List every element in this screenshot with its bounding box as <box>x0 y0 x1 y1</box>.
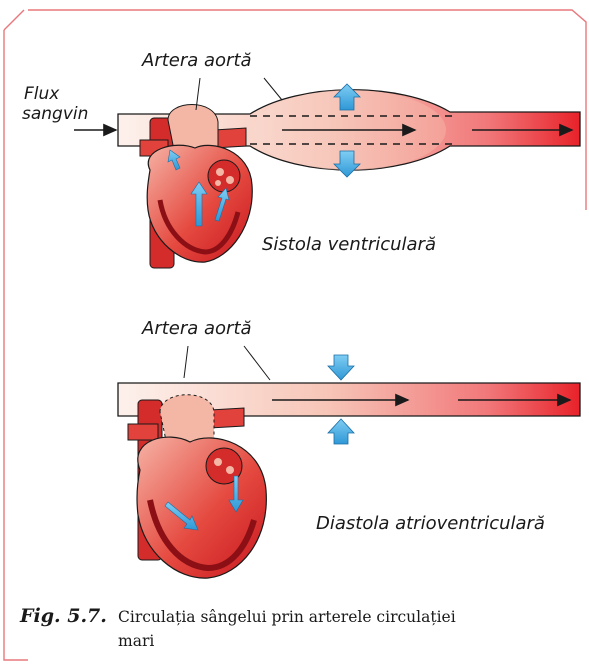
figure-frame-corner <box>4 10 24 30</box>
contraction-up-arrow <box>328 419 354 444</box>
figure-caption: Fig. 5.7. Circulația sângelui prin arter… <box>19 605 456 650</box>
flow-label-line1: Flux <box>24 84 60 104</box>
aorta-label-bottom: Artera aortă <box>141 318 252 339</box>
contraction-down-arrow <box>328 355 354 380</box>
systole-label: Sistola ventriculară <box>262 234 436 255</box>
diastole-label: Diastola atrioventriculară <box>316 513 545 534</box>
caption-text-line1: Circulația sângelui prin arterele circul… <box>118 608 456 626</box>
aorta-leader-bottom-2 <box>244 346 270 380</box>
flow-label-line2: sangvin <box>22 104 88 124</box>
aorta-leader-top-2 <box>264 78 282 100</box>
caption-number: Fig. 5.7. <box>19 605 107 627</box>
aorta-leader-bottom <box>184 346 188 378</box>
diastole-panel: Artera aortă Diastola atrioventriculară <box>118 318 580 578</box>
systole-panel: Artera aortă Flux sangvin Sistola ventri… <box>22 50 580 268</box>
aorta-label-top: Artera aortă <box>141 50 252 71</box>
caption-text-line2: mari <box>118 632 154 650</box>
heart-systole <box>140 105 252 269</box>
heart-diastole <box>128 395 266 578</box>
